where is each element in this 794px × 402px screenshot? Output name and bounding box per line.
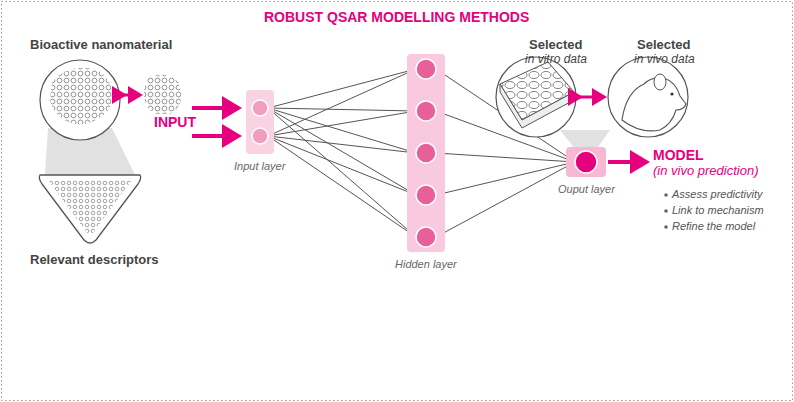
bullet-item: Link to mechanism [672, 204, 764, 216]
neuron [575, 151, 597, 173]
neuron [252, 128, 268, 144]
neuron-group [407, 54, 445, 252]
model-label: MODEL [653, 147, 704, 163]
layer-label: Ouput layer [558, 183, 615, 195]
layer-band: Input layer [246, 90, 274, 154]
well-plate [500, 62, 574, 120]
mouse-eye [670, 92, 673, 95]
neuron [252, 100, 268, 116]
layer-label: Hidden layer [395, 258, 457, 270]
neuron [416, 101, 436, 121]
layer-band: Ouput layer [566, 147, 606, 177]
in-vivo-circle [608, 57, 688, 137]
data-label: in vivo data [634, 52, 695, 66]
descriptor-shape [39, 175, 140, 243]
well-plate-side [500, 84, 574, 128]
bullets [664, 193, 668, 229]
nanoparticle-cluster [50, 68, 112, 124]
input-arrow [192, 134, 238, 138]
nanomaterial-circle [40, 60, 120, 140]
model-arrow [608, 160, 646, 164]
input-arrow [192, 106, 238, 110]
bullet-item: Refine the model [672, 220, 755, 232]
layer-band: Hidden layer [407, 54, 445, 252]
double-arrow [580, 96, 604, 99]
neuron-group [246, 90, 274, 154]
illustration-label: Relevant descriptors [30, 252, 159, 267]
mouse-ear [654, 74, 666, 90]
in-vitro-circle [496, 57, 576, 137]
model-label: (in vivo prediction) [653, 163, 759, 178]
bullet-item: Assess predictivity [672, 188, 762, 200]
data-label: Selected [529, 37, 582, 52]
input-label: INPUT [152, 114, 198, 130]
nanoparticle-cluster [144, 75, 181, 115]
descriptor-grid [48, 180, 132, 235]
neuron [416, 227, 436, 247]
neuron [416, 143, 436, 163]
neuron [416, 59, 436, 79]
double-arrow [124, 94, 140, 97]
neuron-group [566, 147, 606, 177]
data-label: in vitro data [525, 52, 587, 66]
mouse [622, 78, 686, 131]
illustration-label: Bioactive nanomaterial [30, 37, 172, 52]
title: ROBUST QSAR MODELLING METHODS [264, 9, 529, 25]
data-label: Selected [637, 37, 690, 52]
layer-label: Input layer [234, 160, 285, 172]
neuron [416, 185, 436, 205]
